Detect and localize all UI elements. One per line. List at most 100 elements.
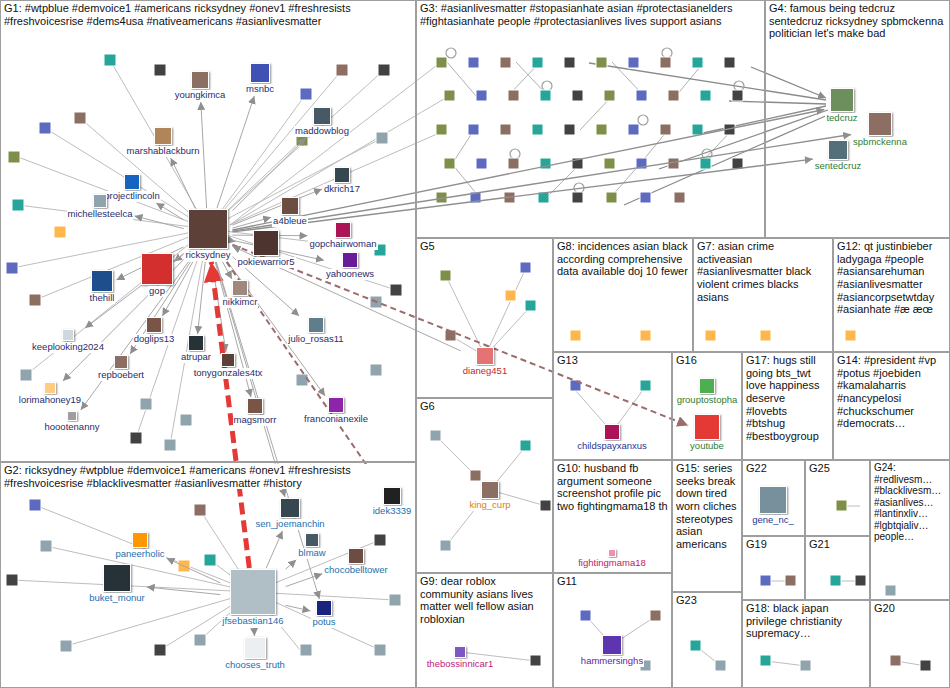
vertex-label: jfsebastian146 (221, 616, 284, 627)
avatar-image (232, 280, 248, 296)
vertex-label: youngkimca (174, 90, 227, 101)
avatar-image (342, 252, 358, 268)
vertex: hammersinghs (580, 635, 644, 667)
avatar-image (62, 329, 74, 341)
avatar-image (604, 424, 620, 440)
group-heading: G25 (809, 462, 830, 475)
group-panel: G18: black japan privilege christianity … (742, 600, 870, 688)
group-panel: G1: #wtpblue #demvoice1 #americans ricks… (0, 0, 416, 462)
connector (217, 96, 254, 208)
group-heading: G2: ricksydney #wtpblue #demvoice1 #amer… (4, 464, 412, 489)
vertex-label: sen_joemanchin (254, 519, 325, 530)
avatar-image (335, 222, 351, 238)
group-panel: G20 (870, 600, 950, 688)
vertex-label: marshablackburn (126, 146, 201, 157)
group-heading: G13 (557, 354, 578, 367)
connector (232, 110, 824, 231)
avatar-images (54, 226, 856, 572)
connector (232, 246, 460, 351)
avatar-image (328, 397, 344, 413)
group-panel: G9: dear roblox community asians lives m… (416, 573, 553, 688)
vertex: youtube (689, 414, 725, 452)
connector (266, 531, 282, 568)
vertex-label: potus (311, 617, 336, 628)
connector (201, 102, 207, 208)
avatar-image (383, 487, 401, 505)
vertex-label: gop (148, 286, 166, 297)
vertex: michellesteelca (67, 194, 134, 220)
vertex: pokiewarrior5 (236, 230, 295, 268)
vertex: msnbc (245, 63, 275, 95)
group-heading: G23 (676, 594, 697, 607)
group-panel: G23 (672, 592, 742, 688)
group-panel: G21 (805, 536, 870, 600)
vertex-label: a4bleue (272, 216, 308, 227)
avatar-image (191, 71, 209, 89)
avatar-image (316, 600, 332, 616)
group-heading: G18: black japan privilege christianity … (746, 602, 866, 640)
avatar-image (759, 486, 787, 514)
vertex-label: chooses_truth (224, 660, 286, 671)
group-heading: G24: #redlivesm… #blacklivesm… #asianliv… (874, 462, 946, 543)
self-loops (446, 48, 744, 193)
avatar-image (699, 378, 715, 394)
connector (286, 605, 311, 611)
group-heading: G19 (746, 538, 767, 551)
avatar-image (481, 481, 499, 499)
vertex-label: thehill (89, 293, 116, 304)
vertex-label: atrupar (180, 352, 212, 363)
vertex-label: king_curp (468, 500, 511, 511)
group-panel: G4: famous being tedcruz sentedcruz rick… (765, 0, 950, 238)
vertex-label: tonygonzales4tx (193, 368, 264, 379)
avatar-image (103, 564, 131, 592)
vertex: tonygonzales4tx (193, 353, 264, 379)
vertex-label: hoootenanny (44, 422, 101, 433)
vertex: gop (141, 253, 173, 297)
avatar-image (114, 355, 128, 369)
group-panel: G3: #asianlivesmatter #stopasianhate asi… (416, 0, 765, 238)
avatar-image (247, 398, 263, 414)
vertex-label: repboebert (97, 370, 145, 381)
vertex: grouptostopha (676, 378, 739, 406)
avatar-image (305, 533, 319, 547)
avatar-image (454, 646, 466, 658)
vertex-label: blmaw (297, 548, 326, 559)
vertex: paneerholic (114, 532, 165, 560)
vertex: thehill (89, 270, 116, 304)
avatar-image (608, 549, 616, 557)
connector (232, 159, 812, 232)
group-heading: G16 (676, 354, 697, 367)
vertex: buket_monur (88, 564, 145, 604)
group-panel: G14: #president #vp #potus #joebiden #ka… (833, 352, 950, 460)
vertex: childspayxanxus (576, 424, 648, 452)
vertex-label: nikkimcr (222, 297, 259, 308)
avatar-image (124, 174, 140, 190)
group-heading: G20 (874, 602, 895, 615)
group-panel: G24: #redlivesm… #blacklivesm… #asianliv… (870, 460, 950, 600)
connector (286, 560, 297, 569)
vertex: magsmorr (233, 398, 278, 426)
group-heading: G6 (420, 400, 435, 413)
connector (167, 558, 221, 583)
vertex: king_curp (468, 481, 511, 511)
group-panel: G12: qt justinbieber ladygaga #people #a… (833, 238, 950, 352)
group-heading: G3: #asianlivesmatter #stopasianhate asi… (420, 2, 761, 27)
group-panel: G15: series seeks break down tired worn … (672, 460, 742, 592)
vertex: ricksydney (185, 209, 232, 261)
avatar-image (253, 230, 279, 256)
vertex-label: gene_nc_ (751, 515, 795, 526)
vertex: nikkimcr (222, 280, 259, 308)
group-panel: G25 (805, 460, 870, 536)
vertex-label: msnbc (245, 84, 275, 95)
vertex: chocobelltower (323, 548, 388, 576)
vertex-label: youtube (689, 441, 725, 452)
vertex: yahoonews (325, 252, 375, 280)
vertex: dkrich17 (323, 167, 361, 195)
vertex-label: sentedcruz (814, 161, 862, 172)
vertex: a4bleue (272, 197, 308, 227)
avatar-image (44, 382, 56, 394)
group-heading: G17: hugs still going bts_twt love happi… (746, 354, 829, 442)
avatar-image (828, 140, 848, 160)
group-panel: G19 (742, 536, 805, 600)
group-heading: G14: #president #vp #potus #joebiden #ka… (837, 354, 946, 430)
